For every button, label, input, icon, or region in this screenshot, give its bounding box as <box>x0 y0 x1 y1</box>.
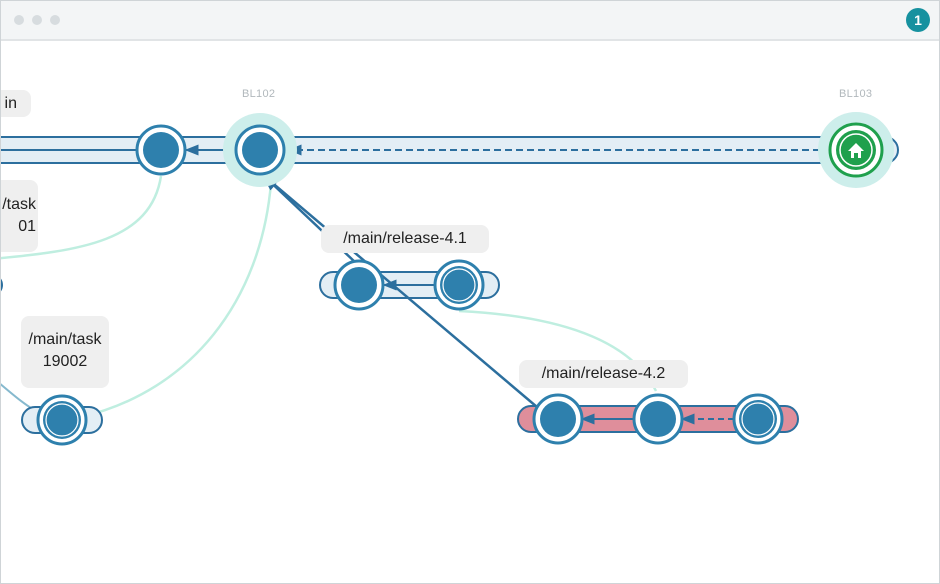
stream-label-task-partial[interactable]: /task 01 <box>1 180 38 252</box>
notification-count: 1 <box>914 12 922 28</box>
stream-label-main[interactable]: in <box>1 90 31 117</box>
main-node-bl103-ring <box>839 133 873 167</box>
stream-label-task-19002-line1: /main/task <box>28 331 102 348</box>
stream-node-partial[interactable] <box>1 275 3 295</box>
release-4-1-node-2-core <box>440 266 478 304</box>
main-node-bl102-core <box>242 132 278 168</box>
branch-line-release-4-2 <box>261 173 538 408</box>
notification-badge[interactable]: 1 <box>906 8 930 32</box>
stream-label-task-19002[interactable]: /main/task 19002 <box>21 316 109 388</box>
window-control-close[interactable] <box>14 15 24 25</box>
release-4-2-node-3-ring <box>741 402 775 436</box>
release-4-2-node-2-core <box>640 401 676 437</box>
release-4-1-node-2-ring <box>442 268 476 302</box>
home-icon <box>848 143 864 158</box>
main-node-1-core <box>143 132 179 168</box>
stream-graph <box>1 112 899 446</box>
stream-label-release-4-2[interactable]: /main/release-4.2 <box>519 360 688 388</box>
baseline-label-bl102: BL102 <box>242 88 276 100</box>
baseline-label-bl103: BL103 <box>839 88 873 100</box>
title-bar: 1 <box>1 1 939 41</box>
window-control-minimize[interactable] <box>32 15 42 25</box>
stream-label-task-19002-line2: 19002 <box>42 353 88 370</box>
stream-label-release-4-1[interactable]: /main/release-4.1 <box>321 225 489 253</box>
release-4-2-node-1-core <box>540 401 576 437</box>
release-4-2-node-3-core <box>739 400 777 438</box>
stream-label-task-partial-line1: /task <box>2 196 36 213</box>
release-4-1-node-1-core <box>341 267 377 303</box>
merge-curve-19002-to-bl102 <box>80 182 273 419</box>
task-19002-node-core <box>43 401 81 439</box>
task-19002-node-ring <box>45 403 79 437</box>
window-control-maximize[interactable] <box>50 15 60 25</box>
stream-label-task-partial-line2: 01 <box>18 218 36 235</box>
stream-graph-canvas[interactable]: BL102 BL103 in /task 01 /main/task 19002… <box>1 41 939 583</box>
stream-label-main-text: in <box>4 95 17 112</box>
merge-curve-task-to-main <box>1 175 163 260</box>
